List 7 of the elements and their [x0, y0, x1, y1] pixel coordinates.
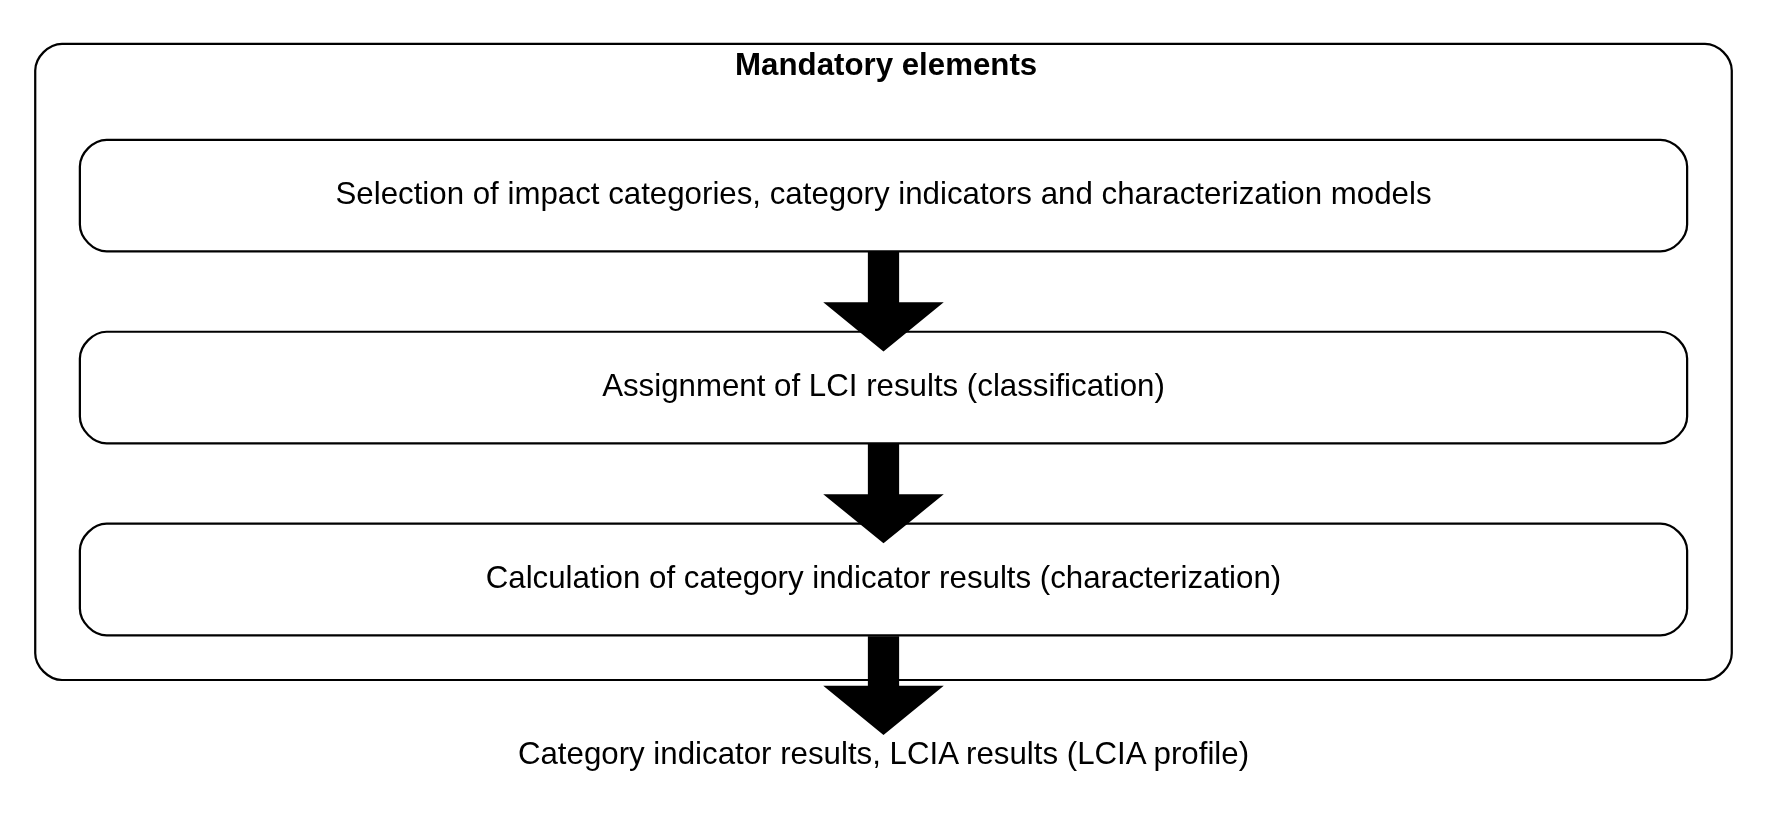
node-text: Category indicator results, LCIA results (LCIA profile) — [517, 736, 1250, 772]
arrow — [823, 252, 944, 352]
node-box: Assignment of LCI results (classification) — [78, 330, 1689, 445]
arrow — [823, 444, 944, 544]
node-box: Selection of impact categories, category indicators and characterization models — [78, 138, 1689, 253]
arrow — [823, 636, 944, 736]
node-box: Calculation of category indicator results (characterization) — [78, 522, 1689, 637]
